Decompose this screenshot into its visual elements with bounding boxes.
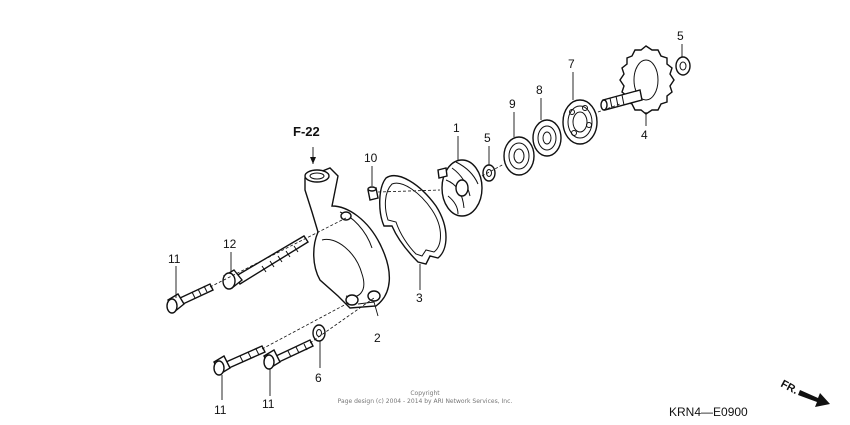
callout-8: 8: [536, 83, 543, 97]
impeller-part[interactable]: [437, 159, 483, 217]
callout-3: 3: [416, 291, 423, 305]
water-pump-cover-part[interactable]: [304, 167, 391, 309]
flange-bolt-lower-left-part[interactable]: [213, 345, 266, 376]
leader-lines: [175, 44, 683, 400]
flange-bolt-upper-part[interactable]: [166, 283, 214, 314]
diagram-code: KRN4—E0900: [669, 405, 748, 419]
washer-top-part[interactable]: [675, 56, 691, 76]
front-direction-indicator: FR.: [779, 378, 830, 407]
callout-7: 7: [568, 57, 575, 71]
copyright-line-2: Page design (c) 2004 - 2014 by ARI Netwo…: [338, 398, 513, 405]
callout-10: 10: [364, 151, 378, 165]
mechanical-seal-part-9[interactable]: [503, 136, 535, 176]
callout-11-lower-left: 11: [214, 403, 227, 417]
oil-seal-part-8[interactable]: [532, 119, 562, 157]
bearing-part-7[interactable]: [562, 99, 598, 145]
callout-5-middle: 5: [484, 131, 491, 145]
sprocket-shaft-part[interactable]: [600, 45, 675, 115]
sealing-washer-part[interactable]: [312, 324, 326, 342]
front-arrow-icon: [798, 390, 830, 407]
callout-1: 1: [453, 121, 460, 135]
callout-6: 6: [315, 371, 322, 385]
callout-11-upper: 11: [168, 252, 181, 266]
callout-9: 9: [509, 97, 516, 111]
callout-11-lower-middle: 11: [262, 397, 275, 411]
callout-4: 4: [641, 128, 648, 142]
front-direction-label: FR.: [779, 378, 800, 397]
assembly-lines: [209, 103, 621, 350]
dowel-pin-part[interactable]: [367, 186, 379, 201]
callout-5-top: 5: [677, 29, 684, 43]
callout-12: 12: [223, 237, 237, 251]
washer-middle-part[interactable]: [482, 164, 496, 182]
gasket-part[interactable]: [379, 175, 447, 265]
flange-bolt-lower-middle-part[interactable]: [263, 339, 314, 370]
reference-label[interactable]: F-22: [293, 124, 320, 139]
callout-2: 2: [374, 331, 381, 345]
copyright-line-1: Copyright: [410, 390, 440, 397]
